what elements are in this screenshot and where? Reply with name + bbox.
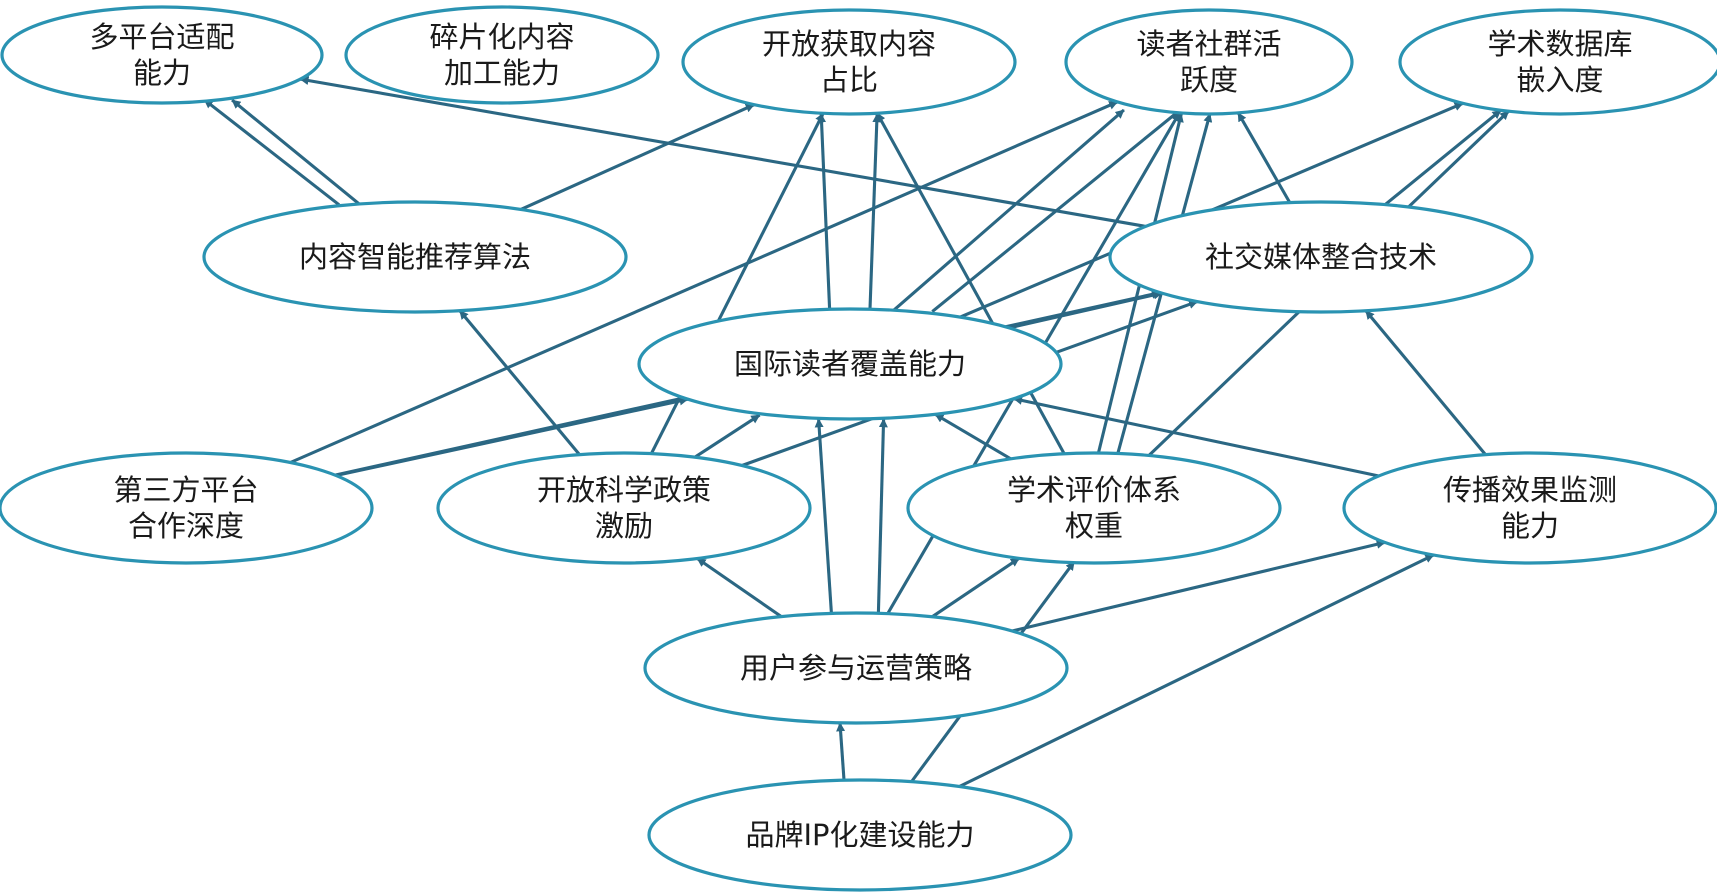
node-ellipse-database — [1398, 8, 1717, 116]
node-international: 国际读者覆盖能力 — [637, 307, 1063, 421]
node-ellipse-fragment — [344, 5, 660, 105]
node-label-third_party: 第三方平台 — [113, 473, 258, 507]
edge-open_science-to-international — [692, 413, 761, 460]
edge-social-to-multi_platform — [299, 76, 1146, 228]
node-label-third_party: 合作深度 — [128, 509, 244, 543]
node-ellipse-social — [1108, 200, 1534, 314]
node-label-community: 跃度 — [1180, 63, 1238, 97]
node-label-brand_ip: 品牌IP化建设能力 — [745, 818, 974, 852]
node-label-evaluation: 权重 — [1065, 509, 1123, 543]
edge-open_science-to-recommend — [458, 309, 581, 456]
node-label-multi_platform: 能力 — [133, 56, 191, 90]
edge-international-to-community — [891, 108, 1125, 313]
edge-layer — [203, 76, 1510, 788]
node-label-monitoring: 传播效果监测 — [1443, 473, 1617, 507]
edge-social-to-database — [1384, 109, 1502, 206]
node-ellipse-international — [637, 307, 1063, 421]
edge-international-to-open_access — [868, 113, 882, 310]
edge-evaluation-to-international — [934, 412, 1012, 461]
node-ellipse-monitoring — [1342, 451, 1717, 565]
edge-monitoring-to-international — [1013, 396, 1380, 478]
node-ellipse-community — [1064, 8, 1354, 116]
node-ellipse-third_party — [0, 451, 374, 565]
edge-user_ops-to-monitoring — [1011, 539, 1386, 633]
node-ellipse-open_access — [681, 8, 1017, 116]
node-ellipse-brand_ip — [647, 778, 1073, 892]
edge-brand_ip-to-user_ops — [836, 722, 846, 781]
edge-international-to-community — [931, 108, 1182, 313]
edge-recommend-to-multi_platform — [231, 98, 361, 206]
node-label-user_ops: 用户参与运营策略 — [740, 651, 972, 685]
node-label-recommend: 内容智能推荐算法 — [299, 240, 531, 274]
node-label-database: 嵌入度 — [1516, 63, 1603, 97]
node-label-database: 学术数据库 — [1487, 27, 1632, 61]
node-ellipse-recommend — [202, 200, 628, 314]
edge-third_party-to-community — [289, 100, 1119, 464]
edge-user_ops-to-international — [876, 418, 888, 614]
edge-social-to-community — [1236, 112, 1292, 204]
node-ellipse-open_science — [436, 451, 812, 565]
node-layer: 多平台适配能力碎片化内容加工能力开放获取内容占比读者社群活跃度学术数据库嵌入度内… — [0, 5, 1717, 892]
node-user_ops: 用户参与运营策略 — [643, 611, 1069, 725]
node-label-evaluation: 学术评价体系 — [1007, 473, 1181, 507]
edge-brand_ip-to-monitoring — [958, 553, 1435, 788]
node-label-community: 读者社群活 — [1136, 27, 1281, 61]
node-label-fragment: 加工能力 — [444, 56, 560, 90]
edge-international-to-open_access — [817, 113, 832, 310]
node-label-open_access: 开放获取内容 — [762, 27, 936, 61]
edge-user_ops-to-open_science — [696, 557, 783, 618]
node-label-multi_platform: 多平台适配 — [89, 20, 234, 54]
node-ellipse-user_ops — [643, 611, 1069, 725]
node-label-international: 国际读者覆盖能力 — [734, 347, 966, 381]
node-label-social: 社交媒体整合技术 — [1205, 240, 1437, 274]
edge-evaluation-to-open_access — [875, 112, 1066, 455]
node-label-open_science: 开放科学政策 — [537, 473, 711, 507]
node-social: 社交媒体整合技术 — [1108, 200, 1534, 314]
node-ellipse-evaluation — [906, 451, 1282, 565]
edge-monitoring-to-social — [1364, 309, 1487, 456]
node-brand_ip: 品牌IP化建设能力 — [647, 778, 1073, 892]
node-label-open_science: 激励 — [595, 509, 653, 543]
node-recommend: 内容智能推荐算法 — [202, 200, 628, 314]
edge-user_ops-to-international — [814, 418, 833, 614]
edge-recommend-to-multi_platform — [203, 98, 341, 207]
edge-user_ops-to-evaluation — [931, 557, 1020, 618]
node-label-open_access: 占比 — [820, 63, 878, 97]
node-label-monitoring: 能力 — [1501, 509, 1559, 543]
node-ellipse-multi_platform — [0, 5, 324, 105]
edge-recommend-to-open_access — [520, 103, 755, 211]
node-label-fragment: 碎片化内容 — [429, 20, 574, 54]
